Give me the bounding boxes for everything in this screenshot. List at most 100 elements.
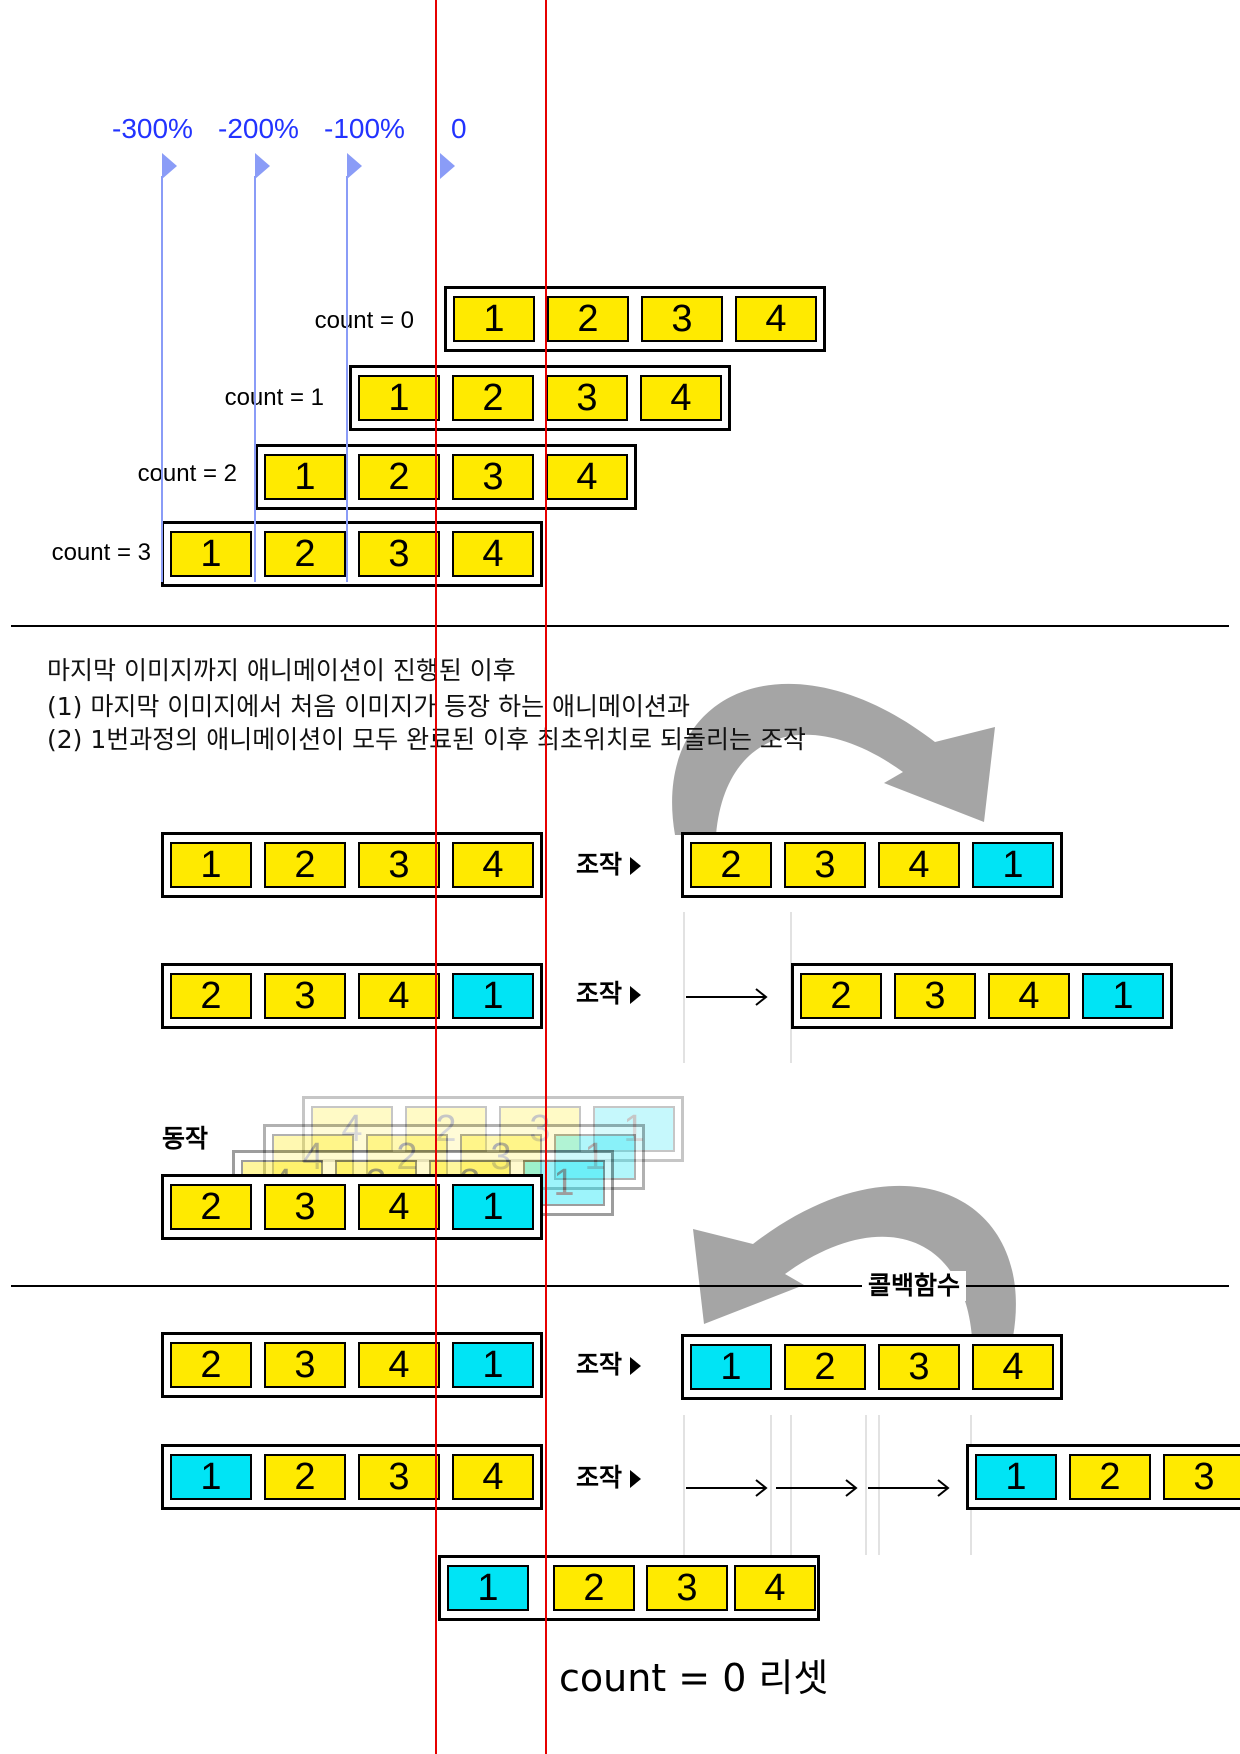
curved-arrow-right-icon — [672, 683, 995, 835]
slide-cell: 3 — [1163, 1454, 1240, 1500]
slide-cell: 2 — [1069, 1454, 1151, 1500]
reset-label: count = 0 리셋 — [559, 1656, 829, 1700]
guide-line — [878, 1415, 880, 1555]
viewport-left-edge-line — [435, 0, 437, 1754]
slide-cell: 1 — [170, 842, 252, 888]
right-arrow-icon — [868, 1479, 950, 1497]
slide-cell: 3 — [264, 973, 346, 1019]
section-divider — [11, 625, 1229, 627]
slide-cell: 1 — [1082, 973, 1164, 1019]
guide-line — [770, 1415, 772, 1555]
slide-cell: 2 — [405, 1106, 487, 1152]
slide-cell: 3 — [358, 531, 440, 577]
callback-label: 콜백함수 — [862, 1271, 967, 1301]
slide-cell: 4 — [972, 1344, 1054, 1390]
right-arrow-icon — [776, 1479, 858, 1497]
count-label: count = 1 — [224, 384, 324, 411]
slide-cell: 4 — [358, 1342, 440, 1388]
slide-cell: 3 — [878, 1344, 960, 1390]
action-label: 조작 — [576, 979, 642, 1009]
slide-cell: 1 — [170, 1454, 252, 1500]
slide-cell: 2 — [547, 296, 629, 342]
guide-line — [683, 912, 685, 1063]
guide-line — [683, 1415, 685, 1555]
slide-cell: 1 — [358, 375, 440, 421]
description-line: 마지막 이미지까지 애니메이션이 진행된 이후 — [47, 656, 516, 685]
slide-cell: 4 — [735, 296, 817, 342]
slide-cell: 3 — [894, 973, 976, 1019]
count-label: count = 0 — [314, 307, 414, 334]
play-triangle-icon — [630, 857, 642, 875]
slide-cell: 1 — [447, 1565, 529, 1611]
slide-cell: 1 — [264, 454, 346, 500]
slide-cell: 2 — [553, 1565, 635, 1611]
action-text: 조작 — [576, 979, 623, 1008]
offset-label-minus-100: -100% — [324, 113, 405, 144]
offset-guide-line — [161, 176, 163, 582]
slide-cell: 3 — [784, 842, 866, 888]
slide-cell: 3 — [646, 1565, 728, 1611]
curved-arrow-left-icon — [693, 1185, 1016, 1337]
description-line: (2) 1번과정의 애니메이션이 모두 완료된 이후 최초위치로 되돌리는 조작 — [47, 725, 806, 754]
slide-cell: 4 — [988, 973, 1070, 1019]
play-triangle-icon — [630, 1357, 642, 1375]
count-label: count = 3 — [51, 539, 151, 566]
offset-marker-icon — [255, 153, 270, 179]
slide-cell: 1 — [170, 531, 252, 577]
offset-marker-icon — [162, 153, 177, 179]
slide-cell: 4 — [272, 1134, 354, 1180]
slide-cell: 4 — [452, 842, 534, 888]
slide-cell: 2 — [358, 454, 440, 500]
slide-cell: 2 — [800, 973, 882, 1019]
slide-cell: 1 — [554, 1134, 636, 1180]
play-triangle-icon — [630, 1470, 642, 1488]
slide-cell: 1 — [593, 1106, 675, 1152]
slide-cell: 4 — [358, 1184, 440, 1230]
offset-marker-icon — [347, 153, 362, 179]
slide-cell: 2 — [452, 375, 534, 421]
offset-label-minus-300: -300% — [112, 113, 193, 144]
slide-cell: 1 — [453, 296, 535, 342]
slide-cell: 2 — [170, 973, 252, 1019]
action-label: 조작 — [576, 1350, 642, 1380]
slide-cell: 1 — [690, 1344, 772, 1390]
slide-cell: 4 — [358, 973, 440, 1019]
offset-guide-line — [254, 176, 256, 582]
action-text: 조작 — [576, 1463, 623, 1492]
guide-line — [865, 1415, 867, 1555]
slide-cell: 3 — [546, 375, 628, 421]
slide-cell: 3 — [358, 1454, 440, 1500]
action-label: 조작 — [576, 1463, 642, 1493]
viewport-right-edge-line — [545, 0, 547, 1754]
action-text: 조작 — [576, 1350, 623, 1379]
slide-cell: 2 — [690, 842, 772, 888]
guide-line — [790, 1415, 792, 1555]
slide-cell: 2 — [264, 1454, 346, 1500]
offset-label-zero: 0 — [451, 113, 467, 144]
offset-label-minus-200: -200% — [218, 113, 299, 144]
slide-cell: 3 — [358, 842, 440, 888]
slide-cell: 3 — [641, 296, 723, 342]
right-arrow-icon — [686, 1479, 768, 1497]
slide-cell: 1 — [975, 1454, 1057, 1500]
right-arrow-icon — [686, 988, 768, 1006]
offset-guide-line — [346, 176, 348, 582]
slide-cell: 3 — [264, 1184, 346, 1230]
slide-cell: 2 — [264, 842, 346, 888]
description-line: (1) 마지막 이미지에서 처음 이미지가 등장 하는 애니메이션과 — [47, 692, 691, 721]
slide-cell: 4 — [546, 454, 628, 500]
slide-cell: 3 — [452, 454, 534, 500]
motion-label: 동작 — [162, 1124, 209, 1153]
slide-cell: 4 — [640, 375, 722, 421]
count-label: count = 2 — [137, 460, 237, 487]
section-divider — [11, 1285, 1229, 1287]
slide-cell: 1 — [452, 1184, 534, 1230]
